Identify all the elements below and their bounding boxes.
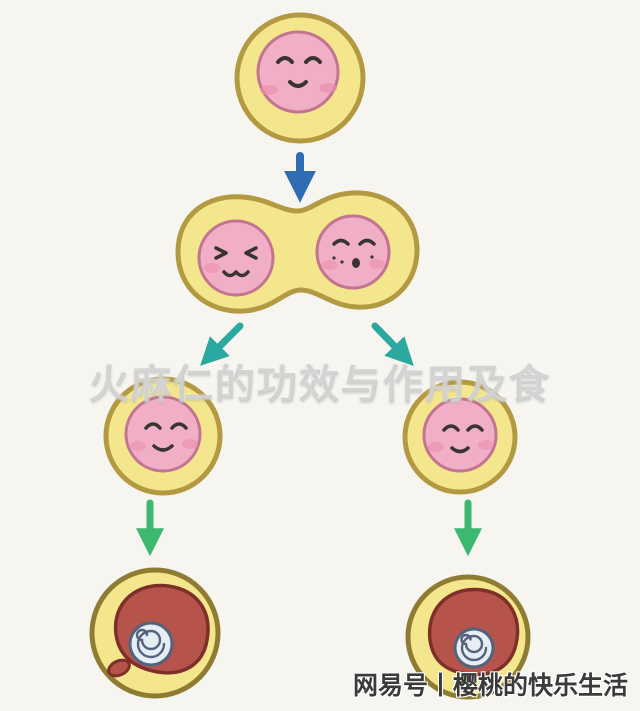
happy-face-freckles: [332, 238, 376, 268]
stage3-right-cell: [402, 379, 518, 495]
stage1-single-cell: [234, 12, 366, 144]
scrunched-face: [214, 246, 258, 278]
stage4-left-embryo-cell: [89, 567, 221, 699]
stage4-right-embryo-cell: [405, 574, 531, 700]
stage2-two-cell: [175, 190, 420, 314]
happy-face: [276, 56, 322, 88]
down-right-arrow-icon: [371, 322, 414, 367]
yolk-shell: [128, 621, 174, 667]
stage3-left-cell: [103, 376, 223, 496]
happy-face: [442, 424, 484, 454]
blush-cheeks: [428, 440, 494, 452]
blush-cheeks: [260, 83, 337, 95]
yolk-shell: [453, 627, 495, 669]
blush-cheeks: [130, 439, 198, 451]
cell-nucleus: [256, 30, 340, 114]
right-nucleus: [315, 214, 391, 290]
left-nucleus: [197, 219, 275, 297]
blush-cheeks: [204, 259, 385, 273]
source-watermark-text: 网易号丨樱桃的快乐生活: [352, 672, 628, 700]
down-left-arrow-icon: [200, 322, 244, 366]
embryo-tail: [107, 658, 131, 678]
happy-face: [144, 422, 188, 452]
